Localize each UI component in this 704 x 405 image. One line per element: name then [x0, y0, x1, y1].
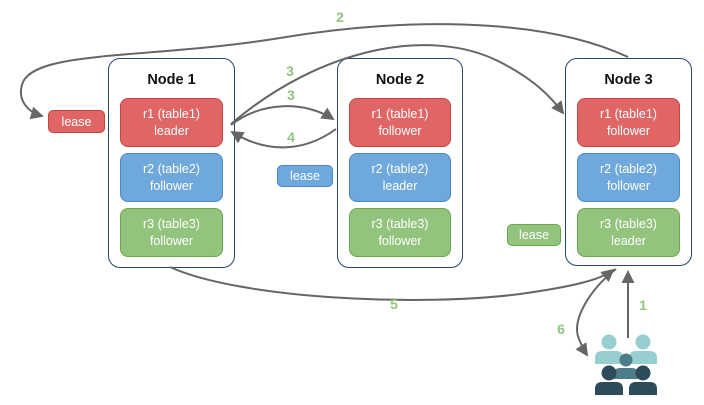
step-label-3b: 3: [287, 87, 295, 103]
step-label-6: 6: [557, 321, 565, 337]
step-label-5: 5: [390, 296, 398, 312]
node1-replica-r3: r3 (table3) follower: [120, 208, 223, 257]
node3-replica-r2: r2 (table2) follower: [577, 153, 680, 202]
replica-line1: r1 (table1): [143, 107, 200, 122]
replica-line1: r2 (table2): [371, 162, 429, 177]
replica-line2: leader: [154, 123, 189, 138]
replica-line1: r2 (table2): [143, 162, 200, 177]
arrow-step4-node2-to-node1: [230, 128, 337, 149]
users-icon: [595, 334, 657, 395]
step-label-1: 1: [639, 297, 647, 313]
node2-box: Node 2 r1 (table1) follower r2 (table2) …: [337, 58, 463, 268]
node2-replica-r3: r3 (table3) follower: [349, 208, 451, 257]
replica-line2: follower: [606, 123, 651, 138]
node1-replica-r2: r2 (table2) follower: [120, 153, 223, 202]
node1-title: Node 1: [147, 72, 196, 88]
node3-box: Node 3 r1 (table1) follower r2 (table2) …: [565, 58, 692, 266]
replica-line2: leader: [611, 233, 646, 248]
arrow-step3-node1-to-node2: [230, 105, 335, 126]
replica-line2: follower: [606, 178, 651, 193]
step-label-2: 2: [336, 9, 344, 25]
node2-replica-r1: r1 (table1) follower: [349, 98, 451, 147]
replica-line2: follower: [378, 123, 422, 138]
users-dark-group: [595, 365, 657, 395]
replica-line2: leader: [382, 178, 418, 193]
lease-badge-r3: lease: [507, 224, 561, 246]
replica-line1: r1 (table1): [600, 107, 657, 122]
replica-line2: follower: [378, 233, 422, 248]
node2-title: Node 2: [375, 72, 425, 88]
node1-box: Node 1 r1 (table1) leader r2 (table2) fo…: [108, 58, 235, 268]
step-label-4: 4: [287, 129, 295, 145]
replica-line2: follower: [149, 233, 194, 248]
arrow-step5-node1-to-node3: [169, 266, 615, 301]
step-label-3a: 3: [286, 63, 294, 79]
replica-line2: follower: [149, 178, 194, 193]
node3-replica-r3: r3 (table3) leader: [577, 208, 680, 257]
replica-line1: r3 (table3): [371, 217, 429, 232]
replica-line1: r3 (table3): [600, 217, 657, 232]
node1-replica-r1: r1 (table1) leader: [120, 98, 223, 147]
node3-replica-r1: r1 (table1) follower: [577, 98, 680, 147]
node3-title: Node 3: [604, 72, 653, 88]
lease-badge-r2: lease: [277, 165, 333, 187]
users-mid-group: [614, 353, 638, 379]
node2-replica-r2: r2 (table2) leader: [349, 153, 451, 202]
lease-badge-r1: lease: [48, 110, 105, 133]
replica-line1: r1 (table1): [371, 107, 429, 122]
replica-line1: r2 (table2): [600, 162, 657, 177]
replica-line1: r3 (table3): [143, 217, 200, 232]
